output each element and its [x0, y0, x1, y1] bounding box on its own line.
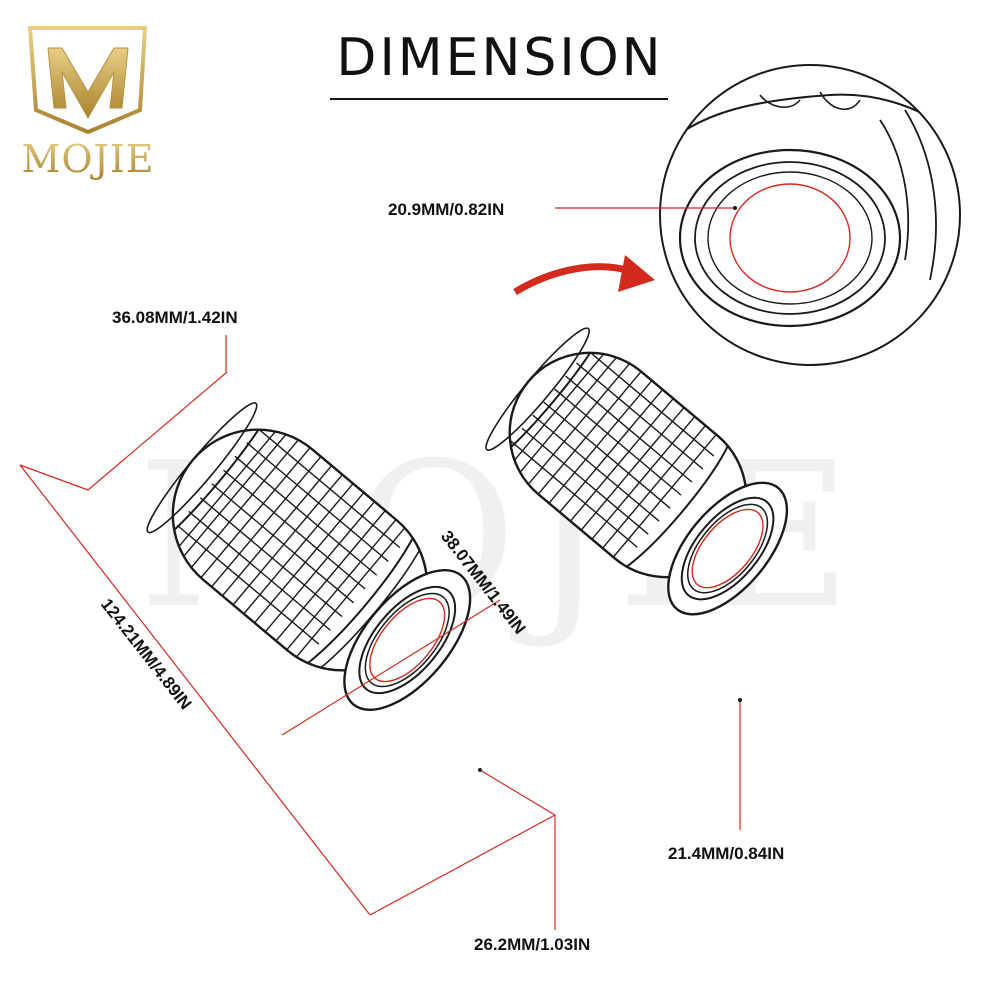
logo-shield-icon	[27, 26, 148, 135]
dimension-lines	[19, 207, 741, 930]
title-underline	[330, 98, 668, 100]
zoom-bore	[729, 183, 851, 293]
dim-left-bore: 26.2MM/1.03IN	[474, 935, 591, 954]
brand-logo: MOJIE	[21, 26, 154, 181]
right-grip	[476, 320, 789, 616]
page-title: DIMENSION	[336, 28, 664, 88]
left-grip	[138, 394, 472, 711]
right-grip-end-face	[667, 481, 789, 616]
right-bore	[691, 508, 764, 589]
zoom-arrow-icon	[513, 255, 655, 296]
dim-inner-end-diameter: 20.9MM/0.82IN	[388, 200, 505, 219]
dim-right-bore: 21.4MM/0.84IN	[668, 844, 785, 863]
tick-marks	[478, 206, 742, 772]
left-grip-end-face	[343, 569, 472, 711]
dim-outer-end-diameter: 36.08MM/1.42IN	[112, 308, 238, 327]
logo-wordmark: MOJIE	[21, 137, 154, 181]
left-bore	[369, 597, 446, 683]
zoom-detail	[659, 64, 961, 366]
